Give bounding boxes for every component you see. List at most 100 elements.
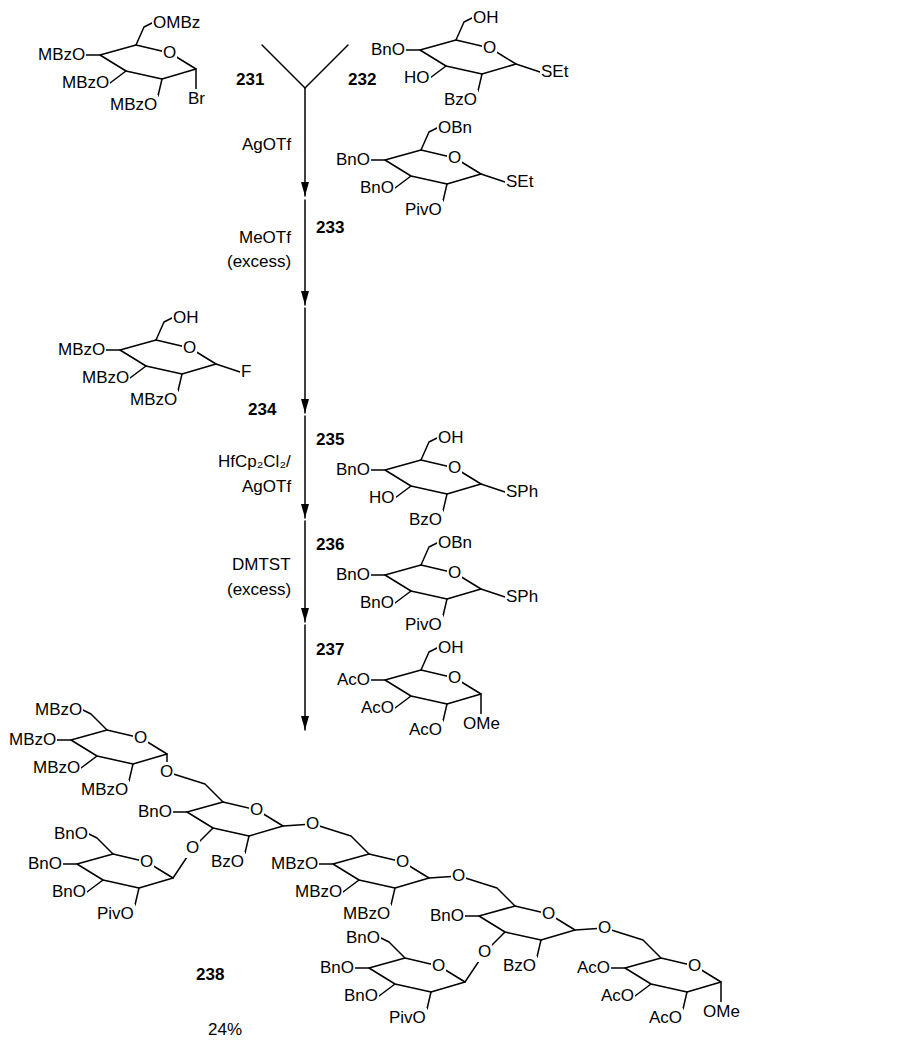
substituent-label: SPh <box>505 482 539 502</box>
label-slot: PivO <box>404 615 443 635</box>
substituent-label: BnO <box>27 854 63 874</box>
label-slot: Br <box>187 89 206 109</box>
substituent-label: AcO <box>600 986 635 1006</box>
substituent-label: SPh <box>505 587 539 607</box>
label-slot: MBzO <box>342 904 391 924</box>
substituent-label: F <box>240 362 252 382</box>
label-slot: MeOTf <box>238 228 292 248</box>
label-slot: 233 <box>315 218 345 238</box>
label-slot: PivO <box>96 904 135 924</box>
compound-number: 231 <box>235 70 265 90</box>
substituent-label: OBn <box>437 533 473 553</box>
label-slot: BnO <box>370 40 406 60</box>
label-slot: OBn <box>437 118 473 138</box>
label-slot: O <box>185 838 200 858</box>
label-slot: BnO <box>345 928 381 948</box>
label-slot: OH <box>472 8 500 28</box>
substituent-label: OH <box>472 8 500 28</box>
compound-number: 235 <box>315 430 345 450</box>
label-slot: BnO <box>51 882 87 902</box>
substituent-label: OMe <box>702 1002 741 1022</box>
label-slot: BzO <box>443 90 478 110</box>
substituent-label: BzO <box>210 852 245 872</box>
label-slot: 231 <box>235 70 265 90</box>
label-slot: AcO <box>648 1008 683 1028</box>
label-slot: SPh <box>505 482 539 502</box>
label-slot: OMBz <box>152 13 201 33</box>
oxygen-atom-label: O <box>482 38 497 58</box>
label-slot: PivO <box>388 1008 427 1028</box>
compound-number: 238 <box>195 965 225 985</box>
label-slot: BnO <box>137 802 173 822</box>
pyranose-ring <box>120 340 216 374</box>
label-slot: MBzO <box>80 780 129 800</box>
label-slot: DMTST <box>231 555 292 575</box>
oxygen-atom-label: O <box>477 942 492 962</box>
label-slot: O <box>541 904 556 924</box>
oxygen-atom-label: O <box>162 43 177 63</box>
label-slot: AcO <box>360 698 395 718</box>
substituent-label: BnO <box>53 824 89 844</box>
oxygen-atom-label: O <box>447 563 462 583</box>
reagent-label: AgOTf <box>241 477 292 497</box>
substituent-label: OMBz <box>152 13 201 33</box>
oxygen-atom-label: O <box>139 852 154 872</box>
label-slot: BzO <box>502 956 537 976</box>
label-slot: MBzO <box>32 758 81 778</box>
reagent-label: (excess) <box>226 252 292 272</box>
label-slot: O <box>305 814 320 834</box>
label-slot: AgOTf <box>241 135 292 155</box>
substituent-label: BnO <box>370 40 406 60</box>
label-slot: O <box>395 852 410 872</box>
oxygen-atom-label: O <box>447 148 462 168</box>
substituent-label: MBzO <box>34 700 83 720</box>
oxygen-atom-label: O <box>185 838 200 858</box>
label-slot: O <box>159 762 174 782</box>
pyranose-ring <box>385 670 481 704</box>
yield-label: 24% <box>207 1020 243 1040</box>
substituent-label: BzO <box>443 90 478 110</box>
substituent-label: MBzO <box>80 780 129 800</box>
substituent-label: HO <box>368 488 396 508</box>
reaction-arrow <box>304 88 306 196</box>
pyranose-ring <box>71 730 167 764</box>
substituent-label: MBzO <box>61 73 110 93</box>
label-slot: O <box>687 956 702 976</box>
substituent-label: BnO <box>335 565 371 585</box>
oxygen-atom-label: O <box>133 728 148 748</box>
pyranose-ring <box>625 958 721 992</box>
pyranose-ring <box>385 150 481 184</box>
label-slot: AcO <box>576 958 611 978</box>
label-slot: O <box>162 43 177 63</box>
substituent-label: MBzO <box>342 904 391 924</box>
oxygen-atom-label: O <box>305 814 320 834</box>
compound-number: 237 <box>315 640 345 660</box>
substituent-label: MBzO <box>81 368 130 388</box>
label-slot: SEt <box>540 62 569 82</box>
label-slot: O <box>447 148 462 168</box>
label-slot: O <box>447 563 462 583</box>
substituent-label: AcO <box>408 720 443 740</box>
substituent-label: SEt <box>540 62 569 82</box>
substituent-label: BnO <box>359 593 395 613</box>
substituent-label: BnO <box>319 958 355 978</box>
substituent-label: SEt <box>505 172 534 192</box>
label-slot: MBzO <box>270 854 319 874</box>
substituent-label: BzO <box>408 510 443 530</box>
compound-number: 234 <box>247 400 277 420</box>
label-slot: MBzO <box>8 730 57 750</box>
substituent-label: BzO <box>502 956 537 976</box>
pyranose-ring <box>369 958 465 992</box>
label-slot: SPh <box>505 587 539 607</box>
substituent-label: MBzO <box>8 730 57 750</box>
label-slot: MBzO <box>129 390 178 410</box>
label-slot: 24% <box>207 1020 243 1040</box>
label-slot: AcO <box>408 720 443 740</box>
label-slot: HfCp₂Cl₂/ <box>217 452 292 472</box>
substituent-label: PivO <box>404 200 443 220</box>
label-slot: BnO <box>359 178 395 198</box>
reagent-label: (excess) <box>226 580 292 600</box>
substituent-label: MBzO <box>57 340 106 360</box>
label-slot: O <box>133 728 148 748</box>
label-slot: HO <box>403 68 431 88</box>
